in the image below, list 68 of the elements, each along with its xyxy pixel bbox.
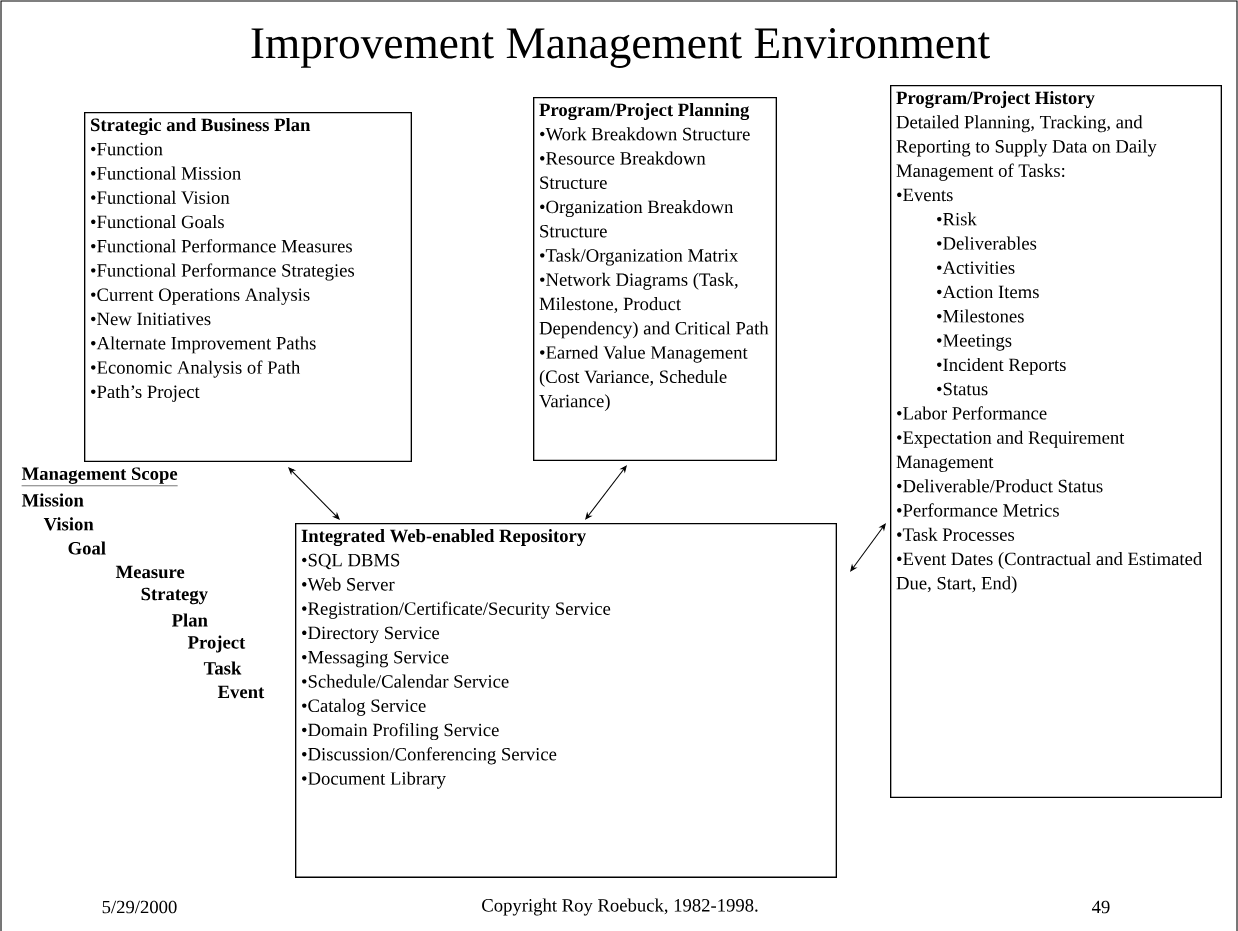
list-item: •Functional Performance Measures bbox=[91, 239, 352, 253]
list-item: •Organization Breakdown Structure bbox=[540, 200, 734, 238]
list-item: •Task/Organization Matrix bbox=[540, 248, 739, 266]
list-item: •Deliverables bbox=[937, 236, 1037, 250]
list-item: •Functional Mission bbox=[91, 166, 241, 180]
list-item: •Economic Analysis of Path bbox=[91, 360, 301, 378]
list-item: •Functional Performance Strategies bbox=[91, 263, 355, 281]
list-item: •Document Library bbox=[302, 771, 446, 789]
scope-level: Task bbox=[203, 661, 242, 675]
list-item: •Discussion/Conferencing Service bbox=[302, 747, 557, 765]
copyright-text: Copyright Roy Roebuck, 1982-1998. bbox=[482, 898, 758, 916]
list-item: •Messaging Service bbox=[302, 650, 449, 668]
text-box bbox=[890, 85, 1222, 799]
scope-level: Vision bbox=[43, 517, 94, 531]
list-item: •Deliverable/Product Status bbox=[897, 479, 1103, 493]
scope-level: Plan bbox=[171, 613, 208, 627]
text-box bbox=[533, 97, 777, 461]
list-item: •SQL DBMS bbox=[302, 553, 400, 570]
list-item: •Earned Value Management (Cost Variance, Schedule Variance) bbox=[539, 345, 748, 412]
list-item: •Functional Goals bbox=[91, 215, 224, 229]
description-text: Detailed Planning, Tracking, and Reporting to Supply Data on Daily Management of Tasks: bbox=[896, 115, 1157, 181]
list-item: •Event Dates (Contractual and Estimated Due, Start, End) bbox=[896, 552, 1202, 594]
date-text: 5/29/2000 bbox=[102, 900, 177, 914]
list-item: •Path’s Project bbox=[91, 384, 200, 402]
list-item: •Events bbox=[897, 188, 953, 202]
list-item: •Incident Reports bbox=[937, 357, 1066, 375]
text-box bbox=[295, 523, 837, 878]
scope-heading: Management Scope bbox=[21, 467, 178, 487]
scope-level: Project bbox=[187, 635, 246, 653]
list-item: •Performance Metrics bbox=[897, 503, 1059, 517]
list-item: •Labor Performance bbox=[897, 406, 1047, 420]
list-item: •Current Operations Analysis bbox=[91, 287, 310, 305]
list-item: •Network Diagrams (Task, Milestone, Product Dependency) and Critical Path bbox=[539, 272, 769, 339]
list-item: •Task Processes bbox=[897, 527, 1015, 541]
double-arrow bbox=[585, 465, 627, 520]
list-item: •Work Breakdown Structure bbox=[540, 127, 750, 141]
list-item: •Expectation and Requirement Management bbox=[896, 430, 1125, 472]
list-item: •Directory Service bbox=[302, 626, 440, 644]
list-item: •Resource Breakdown Structure bbox=[540, 151, 706, 189]
double-arrow bbox=[850, 523, 886, 572]
list-item: •Milestones bbox=[937, 309, 1024, 323]
scope-level: Strategy bbox=[141, 587, 208, 605]
box-heading: Program/Project History bbox=[896, 91, 1095, 109]
box-heading: Program/Project Planning bbox=[539, 103, 750, 121]
page-number: 49 bbox=[1091, 900, 1110, 914]
list-item: •Function bbox=[91, 142, 163, 156]
list-item: •Web Server bbox=[302, 577, 395, 591]
scope-level: Measure bbox=[115, 565, 185, 579]
list-item: •Schedule/Calendar Service bbox=[302, 674, 509, 688]
list-item: •Alternate Improvement Paths bbox=[91, 336, 316, 354]
list-item: •New Initiatives bbox=[91, 312, 211, 326]
list-item: •Domain Profiling Service bbox=[302, 722, 499, 741]
text-box bbox=[84, 112, 412, 462]
scope-level: Event bbox=[217, 685, 265, 699]
list-item: •Status bbox=[937, 382, 988, 396]
scope-level: Mission bbox=[21, 493, 84, 507]
list-item: •Meetings bbox=[937, 334, 1012, 351]
slide-title: Improvement Management Environment bbox=[251, 28, 990, 68]
box-heading: Strategic and Business Plan bbox=[91, 118, 311, 136]
list-item: •Risk bbox=[937, 212, 977, 226]
list-item: •Catalog Service bbox=[302, 698, 426, 716]
list-item: •Activities bbox=[937, 261, 1015, 274]
box-heading: Integrated Web-enabled Repository bbox=[301, 529, 586, 547]
list-item: •Functional Vision bbox=[91, 190, 230, 205]
list-item: •Registration/Certificate/Security Service bbox=[302, 601, 611, 619]
double-arrow bbox=[288, 467, 340, 520]
scope-level: Goal bbox=[68, 541, 106, 555]
list-item: •Action Items bbox=[937, 285, 1039, 299]
